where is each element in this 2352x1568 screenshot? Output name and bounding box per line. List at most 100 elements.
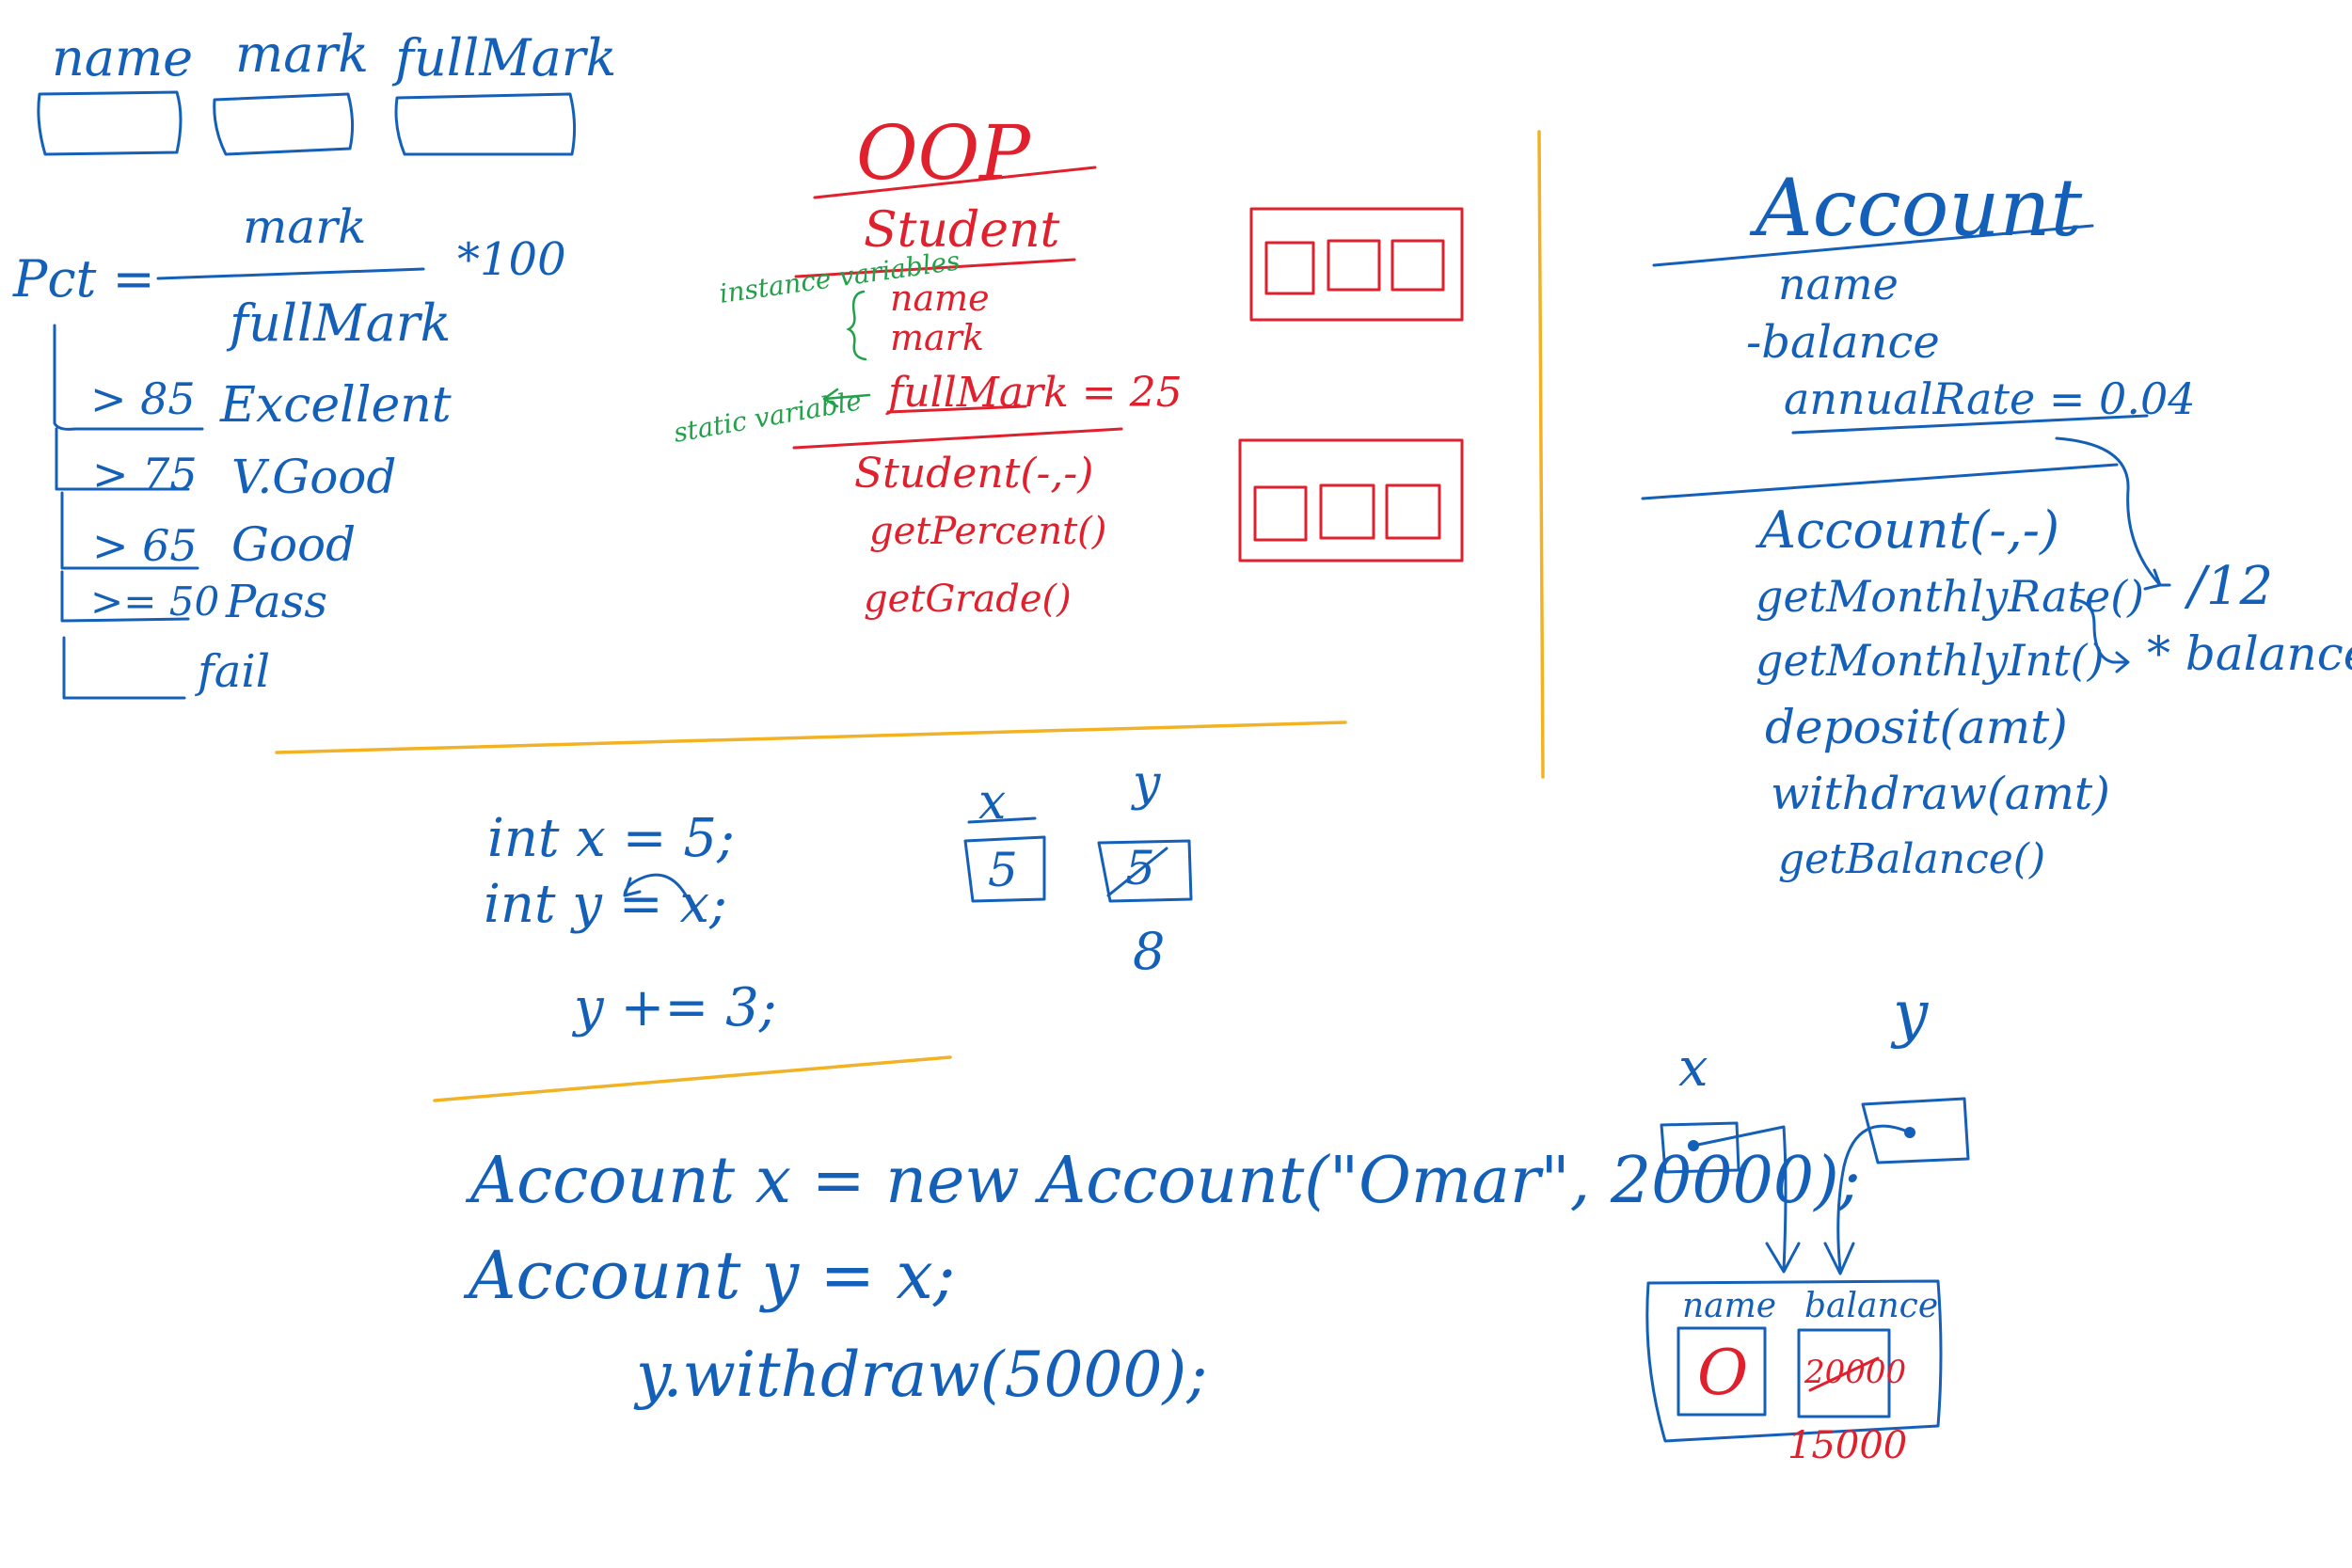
student-header-divider bbox=[794, 258, 1076, 278]
cond-pass: >= 50 bbox=[90, 578, 219, 625]
horizontal-divider-bottom bbox=[433, 1055, 952, 1102]
prim-code-0: int x = 5; bbox=[487, 808, 735, 869]
grade-vgood: V.Good bbox=[231, 450, 396, 504]
grade-pass: Pass bbox=[225, 576, 327, 628]
var-box-name bbox=[37, 90, 183, 156]
grade-good: Good bbox=[231, 517, 356, 572]
student-field-mark: mark bbox=[890, 317, 984, 358]
static-note: static variable bbox=[671, 385, 864, 449]
references-section: Account x = new Account("Omar", 20000); … bbox=[463, 977, 1970, 1467]
account-methods-divider bbox=[1641, 463, 2119, 500]
grade-excellent: Excellent bbox=[219, 377, 452, 434]
ref-x-label: x bbox=[1678, 1037, 1708, 1099]
pct-denominator: fullMark bbox=[226, 293, 451, 353]
student-object-2 bbox=[1238, 438, 1464, 562]
ref-field-balance-label: balance bbox=[1804, 1287, 1938, 1325]
pct-multiplier: *100 bbox=[457, 233, 566, 286]
ref-balance-strike bbox=[1808, 1356, 1880, 1392]
obj2-slot-name bbox=[1253, 485, 1308, 542]
rate-underline bbox=[1791, 414, 2149, 435]
pct-label: Pct = bbox=[12, 249, 155, 309]
fraction-bar bbox=[156, 267, 425, 280]
note-int: * balance bbox=[2147, 626, 2352, 681]
prim-y-box bbox=[1097, 839, 1193, 903]
bracket-pass bbox=[60, 570, 190, 623]
account-class-name: Account bbox=[1749, 162, 2083, 254]
cond-excellent: > 85 bbox=[90, 373, 196, 424]
student-methods-divider bbox=[792, 427, 1123, 450]
prim-x-box bbox=[963, 835, 1046, 903]
bracket-good bbox=[60, 491, 199, 570]
prim-y-label: y bbox=[1131, 755, 1161, 812]
grade-fail: fail bbox=[195, 645, 270, 698]
bracket-fail bbox=[62, 636, 186, 700]
obj1-slot-extra bbox=[1391, 239, 1445, 292]
cond-good: > 65 bbox=[92, 520, 198, 571]
ref-name-slot bbox=[1677, 1326, 1767, 1417]
bracket-vgood bbox=[55, 427, 190, 491]
var-label-name: name bbox=[52, 28, 193, 87]
ref-y-label: y bbox=[1890, 977, 1929, 1050]
ref-x-box bbox=[1660, 1121, 1740, 1174]
ref-code-1: Account y = x; bbox=[463, 1237, 955, 1314]
instance-brace bbox=[846, 290, 867, 361]
prim-y-new: 8 bbox=[1133, 922, 1165, 981]
ref-name-value: O bbox=[1697, 1337, 1748, 1409]
account-method-4: withdraw(amt) bbox=[1771, 768, 2110, 820]
prim-x-value: 5 bbox=[988, 843, 1018, 897]
static-underline bbox=[886, 404, 1027, 414]
primitives-section: int x = 5; int y = x; y += 3; x y 5 5 8 bbox=[484, 755, 1193, 1038]
prim-y-strike bbox=[1106, 847, 1168, 897]
vertical-divider bbox=[1537, 130, 1545, 779]
student-method-2: getGrade() bbox=[864, 578, 1072, 621]
ref-x-arrow bbox=[1692, 1125, 1801, 1274]
student-class-name: Student bbox=[864, 202, 1060, 259]
prim-code-1: int y = x; bbox=[484, 874, 727, 935]
cond-vgood: > 75 bbox=[92, 449, 198, 499]
ref-y-arrow bbox=[1823, 1124, 1912, 1275]
ref-code-0: Account x = new Account("Omar", 20000); bbox=[465, 1144, 1861, 1218]
account-method-2: getMonthlyInt() bbox=[1756, 635, 2105, 686]
int-arrow bbox=[2074, 598, 2130, 673]
student-field-name: name bbox=[890, 277, 990, 319]
obj2-slot-extra bbox=[1385, 483, 1441, 540]
note-rate: /12 bbox=[2184, 556, 2273, 617]
student-object-1 bbox=[1249, 207, 1464, 322]
grading-section: name mark fullMark Pct = mark fullMark *… bbox=[12, 24, 616, 700]
account-method-1: getMonthlyRate() bbox=[1756, 571, 2144, 622]
student-uml: OOP Student name mark fullMark = 25 Stud… bbox=[671, 109, 1464, 621]
prim-code-2: y += 3; bbox=[571, 977, 777, 1038]
ref-code-2: y.withdraw(5000); bbox=[633, 1338, 1207, 1411]
account-object-box bbox=[1645, 1279, 1943, 1443]
student-method-0: Student(-,-) bbox=[854, 450, 1093, 498]
var-label-mark: mark bbox=[235, 24, 369, 84]
static-note-arrow bbox=[822, 388, 871, 408]
oop-heading: OOP bbox=[856, 109, 1031, 197]
ref-field-name-label: name bbox=[1682, 1287, 1776, 1325]
account-field-0: name bbox=[1778, 259, 1899, 309]
var-label-fullmark: fullMark bbox=[391, 28, 616, 87]
rate-arrow bbox=[2055, 436, 2171, 591]
pct-numerator: mark bbox=[243, 199, 366, 254]
ref-y-box bbox=[1861, 1097, 1970, 1164]
account-field-1: -balance bbox=[1746, 316, 1940, 369]
account-method-0: Account(-,-) bbox=[1755, 500, 2059, 560]
ref-balance-slot bbox=[1797, 1328, 1891, 1418]
bracket-excellent bbox=[53, 324, 204, 431]
student-method-1: getPercent() bbox=[869, 510, 1106, 553]
account-method-3: deposit(amt) bbox=[1765, 700, 2068, 754]
obj1-slot-name bbox=[1264, 241, 1315, 295]
var-box-mark bbox=[213, 92, 355, 156]
copy-arrow bbox=[623, 873, 694, 911]
obj1-slot-mark bbox=[1327, 239, 1381, 292]
account-uml: Account name -balance annualRate = 0.04 … bbox=[1641, 162, 2352, 883]
horizontal-divider-top bbox=[275, 721, 1347, 754]
oop-underline bbox=[813, 166, 1097, 199]
ref-balance-new: 15000 bbox=[1788, 1424, 1907, 1467]
account-method-5: getBalance() bbox=[1778, 835, 2045, 883]
account-header-divider bbox=[1652, 224, 2094, 267]
var-box-fullmark bbox=[394, 92, 577, 156]
prim-x-underline bbox=[967, 816, 1037, 824]
obj2-slot-mark bbox=[1319, 483, 1375, 540]
